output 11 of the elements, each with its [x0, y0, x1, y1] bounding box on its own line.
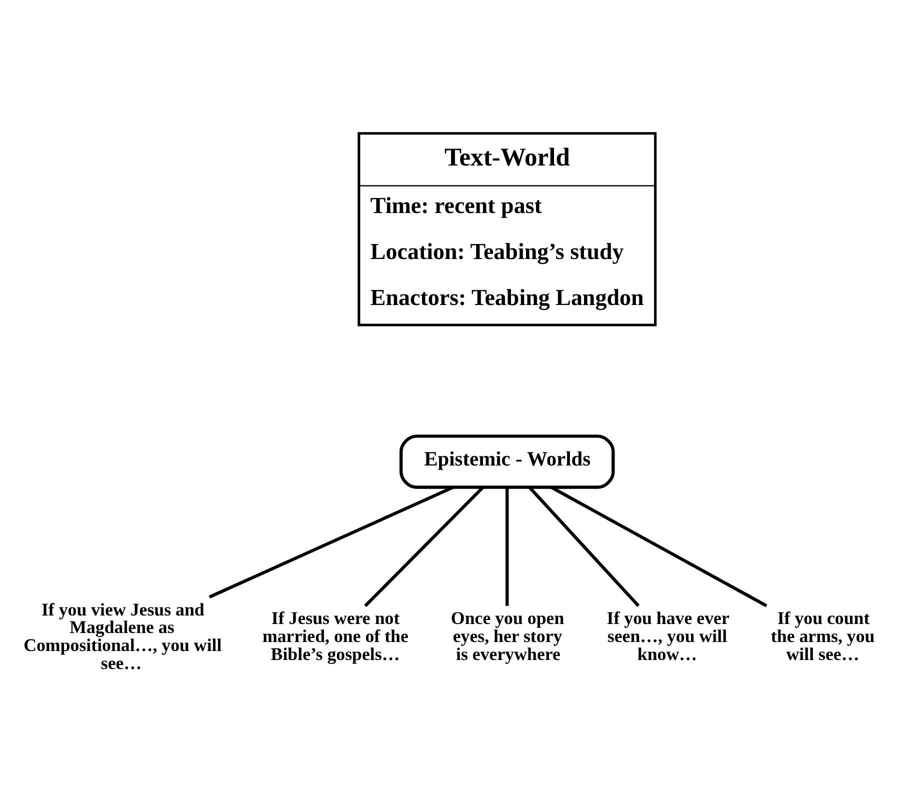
node-text: If you have ever seen…, you will know… — [606, 608, 730, 664]
node-text: If you count the arms, you will see… — [770, 608, 875, 664]
node-text: If Jesus were not married, one of the Bible’s gospels… — [262, 608, 408, 664]
connector — [208, 485, 454, 598]
connector — [506, 487, 509, 606]
connector — [364, 486, 484, 606]
node-box: Epistemic - Worlds — [400, 434, 615, 488]
node-box: Text-World Time: recent past Location: Teabing’s study Enactors: Teabing Langdon — [358, 132, 657, 326]
node-text: Once you open eyes, her story is everywhere — [450, 608, 564, 664]
node-text: If you view Jesus and Magdalene as Compositional…, you will see… — [24, 598, 222, 672]
connector — [528, 486, 640, 606]
